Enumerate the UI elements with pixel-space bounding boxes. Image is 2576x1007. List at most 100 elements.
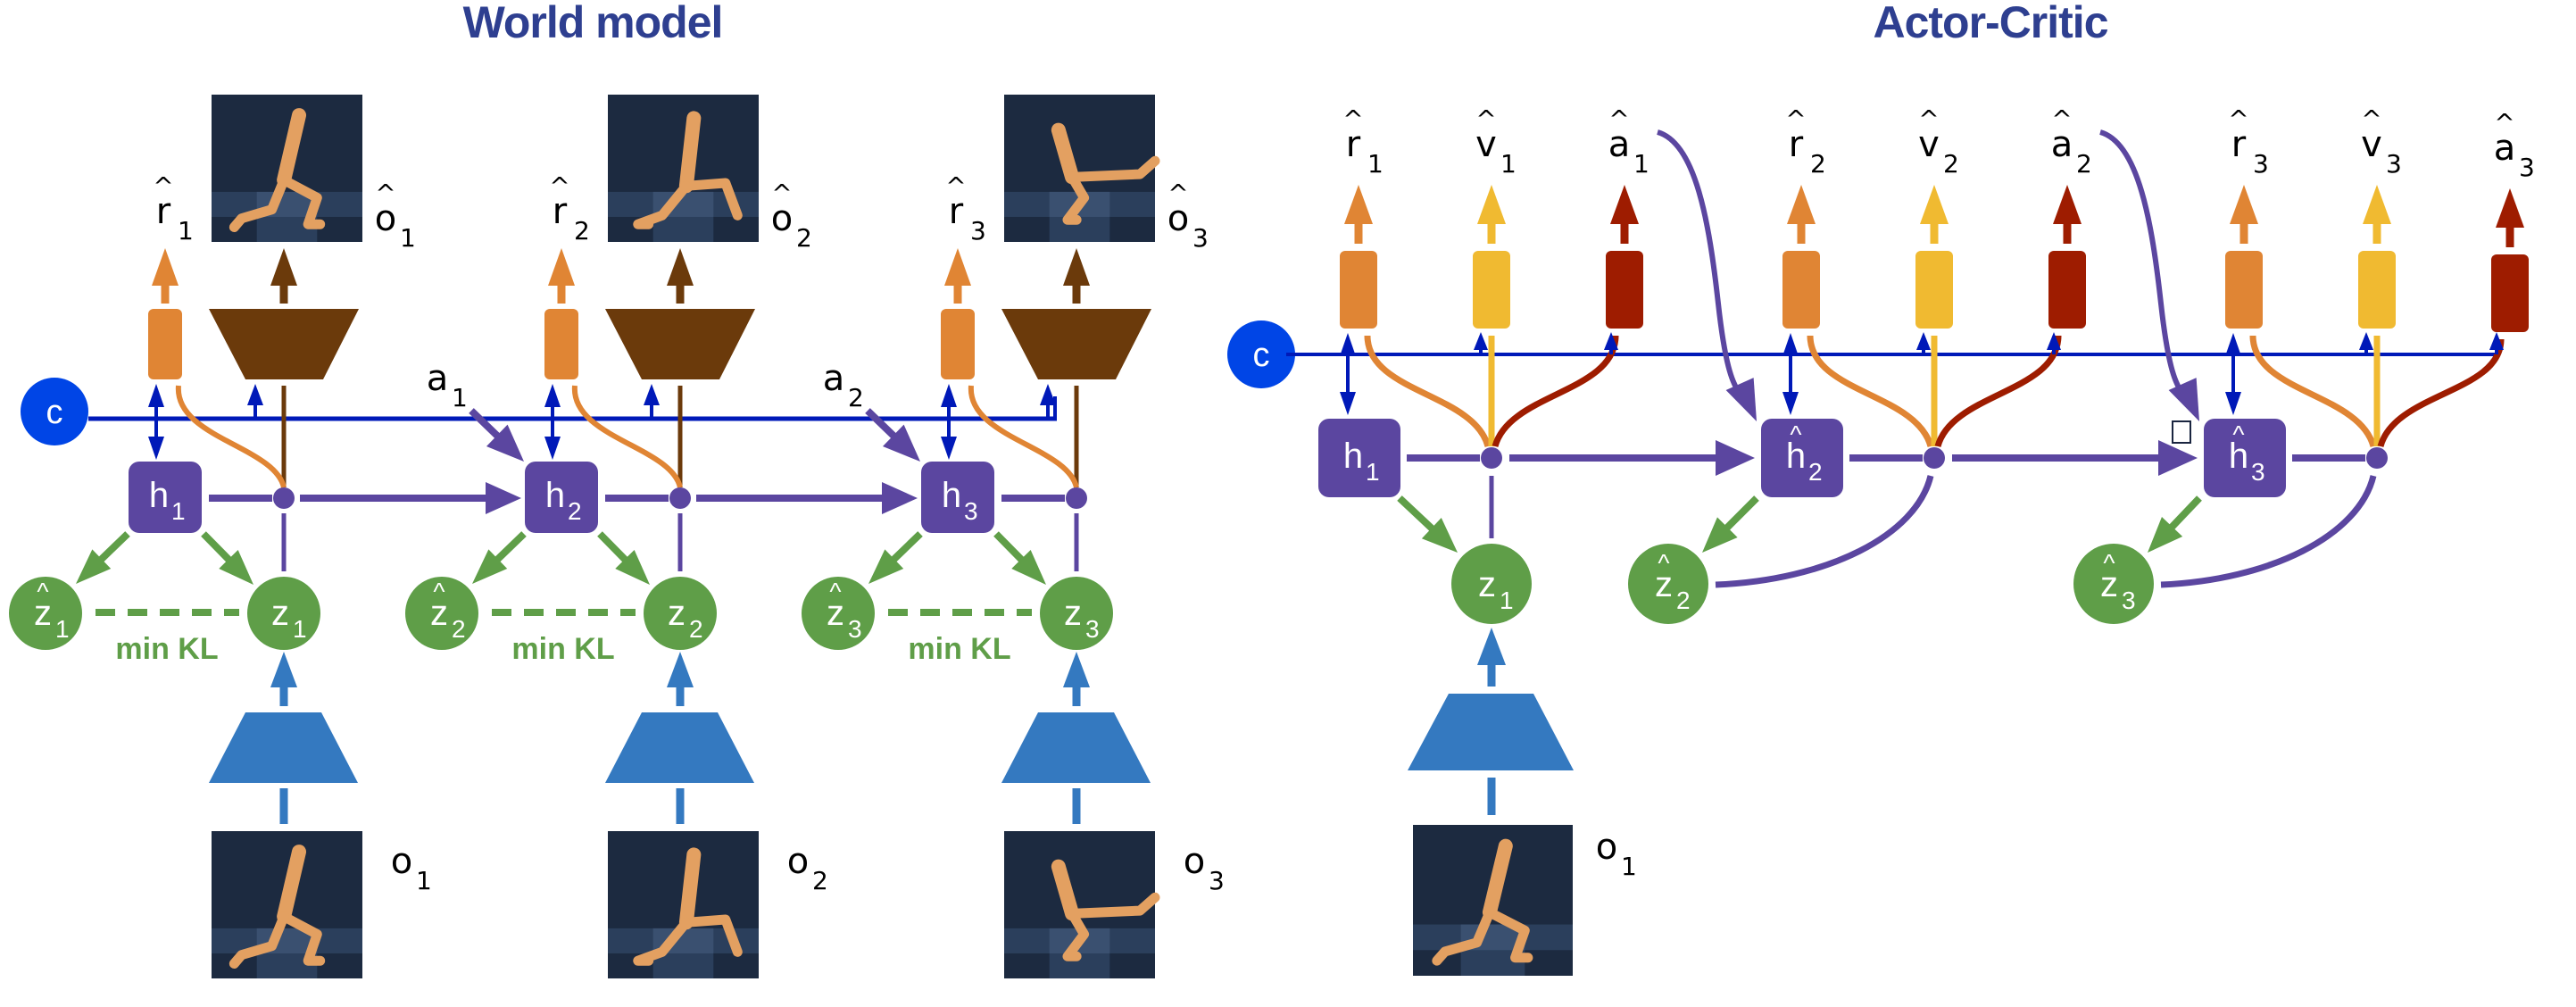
ac-h-to-prior-arrow-3-head	[2148, 516, 2183, 553]
ac-context-node	[1227, 320, 1295, 388]
reward-pred-label-1-hat: ^	[153, 171, 173, 201]
walker-limb	[1062, 908, 1090, 961]
ac-prior-to-dot-curve-3	[2160, 475, 2377, 588]
h-node-2	[525, 462, 598, 533]
prior-node-label-3-subscript: 3	[848, 615, 862, 643]
value-pred-label-2-subscript: 2	[1943, 149, 1959, 179]
reward-output-arrow-3-head	[2230, 185, 2258, 224]
walker-limb	[1067, 892, 1160, 919]
observation-label-2-base: o	[787, 841, 809, 882]
walker-limb	[278, 175, 326, 229]
reward-head-1	[148, 309, 182, 379]
ac-context-to-h-arrow-1-head-up	[1340, 333, 1356, 356]
reward-pred-label-2-hat: ^	[1785, 104, 1806, 134]
prior-node-label-2-subscript: 2	[452, 615, 466, 643]
reward-pred-label-2-subscript: 2	[574, 216, 590, 246]
h-to-prior-arrow-2	[472, 531, 527, 584]
action-output-arrow-2	[2053, 185, 2082, 244]
h-to-posterior-arrow-1-shaft	[201, 531, 234, 565]
action-output-arrow-2-head	[2053, 185, 2082, 224]
action-head-3	[2491, 254, 2529, 332]
prior-node-label-1-subscript: 1	[55, 615, 70, 643]
h-node-1	[129, 462, 202, 533]
obs-recon-label-3-base: o	[1168, 198, 1189, 239]
context-to-h-arrow-1-head-up	[148, 384, 164, 407]
reconstructed-frame-3-floor-tile	[1109, 216, 1155, 242]
reward-pred-label-3-hat: ^	[945, 171, 966, 201]
ac-context-to-h-arrow-3-head-up	[2225, 333, 2241, 356]
observation-label-2-subscript: 2	[812, 866, 828, 895]
h-to-posterior-arrow-1-head	[219, 549, 253, 585]
context-to-h-arrow-2-head-up	[544, 384, 561, 407]
walker-limb	[1051, 859, 1080, 921]
h-node-label-1-subscript: 1	[171, 497, 186, 525]
h-to-prior-arrow-2-head	[472, 549, 508, 584]
reward-input-curve-2	[571, 385, 683, 488]
observation-frame-2-walker-icon	[633, 847, 743, 966]
posterior-node-label-3-base: z	[1064, 594, 1082, 633]
walker-limb	[1484, 907, 1533, 963]
decoder-arrow-3	[1063, 248, 1090, 304]
observation-frame-3-walker-icon	[1051, 859, 1160, 961]
action-pred-label-2-base: a	[2051, 124, 2073, 165]
h-to-prior-arrow-1-head	[76, 549, 112, 584]
ac-observation-frame	[1413, 825, 1573, 976]
value-output-arrow-1	[1477, 185, 1506, 244]
action-pred-label-3-hat: ^	[2494, 108, 2514, 137]
ac-h-to-prior-arrow-3-shaft	[2166, 495, 2202, 532]
ac-posterior-node-1	[1451, 544, 1532, 624]
prior-node-3	[802, 577, 875, 650]
ac-h-node-label-2-base: h	[1786, 437, 1806, 476]
observation-frame-1-floor-tile	[317, 953, 362, 978]
ac-context-node-label: c	[1253, 337, 1270, 374]
ac-merge-dot-1	[1481, 447, 1502, 469]
ac-h-to-posterior-arrow-1-head	[1421, 517, 1458, 553]
observation-frame-2	[608, 831, 759, 978]
h-to-posterior-arrow-1	[201, 531, 253, 585]
min-kl-label-3: min KL	[908, 632, 1010, 666]
action-output-arrow-1-head	[1610, 185, 1639, 224]
ac-h-to-prior-arrow-2-head	[1702, 517, 1738, 553]
reward-output-arrow-3	[2230, 185, 2258, 244]
context-to-h-arrow-3-head-down	[941, 437, 957, 460]
reward-pred-label-2-base: r	[553, 191, 568, 232]
ac-recurrent-arrow-2-head	[2158, 440, 2198, 476]
decoder-1	[209, 309, 359, 379]
walker-limb	[678, 847, 702, 930]
action-arrow-1	[469, 408, 524, 462]
ac-merge-dot-3	[2366, 447, 2388, 469]
reward-pred-label-2-subscript: 2	[1810, 149, 1826, 179]
action-arrow-1-shaft	[469, 408, 503, 441]
ac-observation-label-subscript: 1	[1621, 852, 1637, 881]
actor-input-curve-3	[2377, 338, 2505, 448]
merge-dot-2	[669, 487, 691, 509]
context-to-value-head-1	[1474, 332, 1488, 350]
h-to-posterior-arrow-2	[597, 531, 650, 585]
ac-h-node-1	[1318, 419, 1400, 497]
reconstructed-frame-1-walker-icon	[229, 108, 326, 232]
ac-prior-node-2	[1628, 544, 1708, 624]
walker-limb	[1067, 155, 1160, 182]
h-node-label-1-base: h	[149, 476, 169, 515]
h-to-prior-arrow-1	[76, 531, 130, 584]
context-to-actor-head-2	[2047, 332, 2061, 350]
prior-node-label-1-hat: ^	[37, 578, 48, 605]
ac-merge-dot-2	[1924, 447, 1945, 469]
ac-prior-node-label-2-subscript: 2	[1676, 587, 1691, 614]
posterior-node-1	[247, 577, 320, 650]
ac-recurrent-arrow-1	[1509, 440, 1755, 476]
reconstructed-frame-1-floor-tile	[317, 216, 362, 242]
